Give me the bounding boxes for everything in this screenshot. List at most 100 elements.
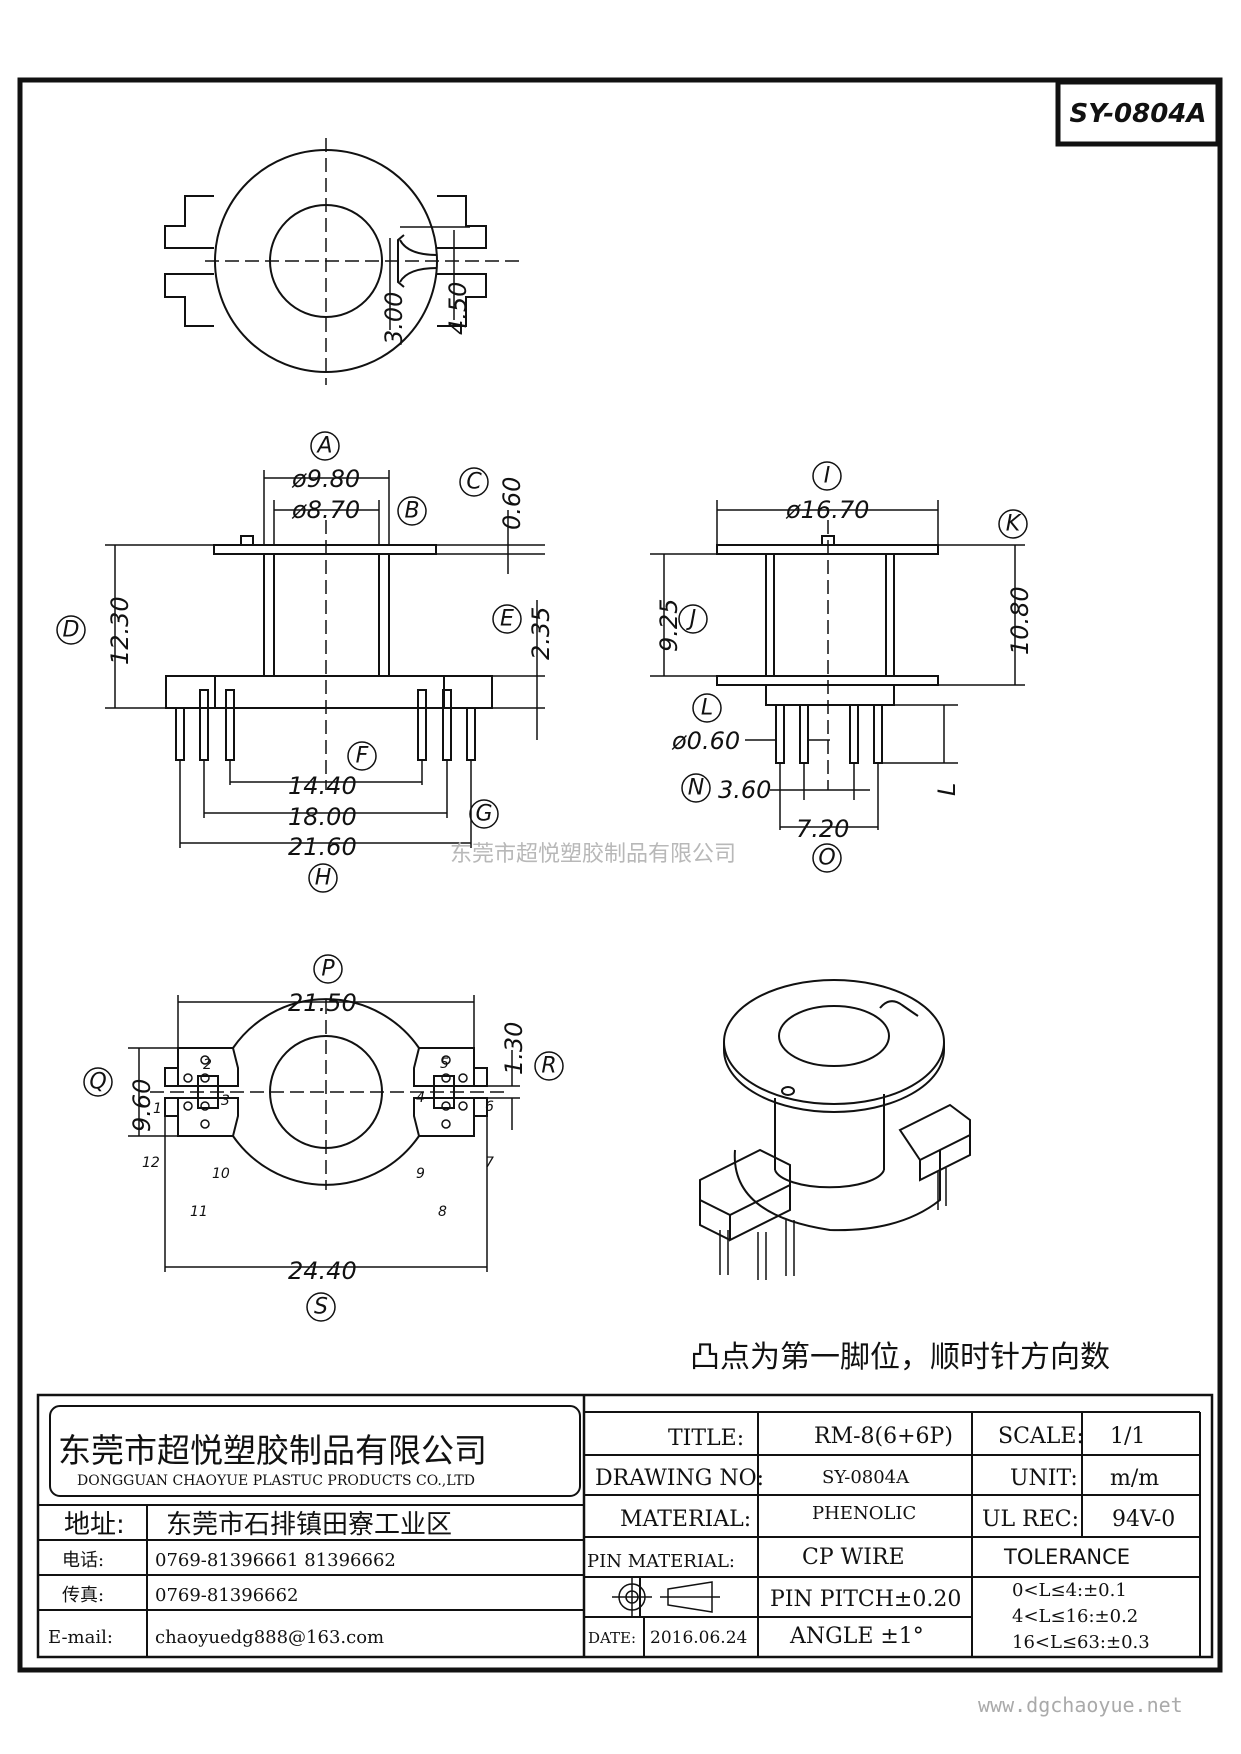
pin-number-10: 10 [212, 1166, 230, 1182]
tel: 0769-81396661 81396662 [155, 1550, 396, 1571]
dim-slot-3-00: 3.00 [380, 292, 408, 345]
iso-slot [879, 1000, 919, 1017]
tel-label: 电话: [62, 1550, 104, 1571]
pin-number-5: 5 [440, 1056, 449, 1072]
top-view-right-tab-lower [437, 273, 487, 327]
pin-number-1: 1 [153, 1101, 162, 1117]
iso-left-block [699, 1148, 791, 1217]
dim-s: 24.40 [288, 1257, 357, 1285]
scale-label: SCALE: [998, 1424, 1084, 1449]
callout-a: A [315, 434, 332, 459]
front-view-base [165, 675, 493, 709]
dim-h: 21.60 [288, 833, 357, 861]
iso-top-flange [723, 979, 945, 1105]
watermark: 东莞市超悦塑胶制品有限公司 [450, 842, 736, 867]
dim-slot-4-50: 4.50 [444, 282, 472, 335]
fax-label: 传真: [62, 1585, 104, 1606]
dim-p: 21.50 [288, 989, 357, 1017]
pin-number-6: 6 [485, 1099, 494, 1115]
pin-number-7: 7 [485, 1155, 494, 1171]
callout-r: R [541, 1054, 556, 1079]
dim-a: ø9.80 [291, 465, 360, 493]
callout-l: L [701, 696, 713, 721]
dim-i: ø16.70 [785, 496, 869, 524]
isometric-view [699, 979, 971, 1280]
unit-value: m/m [1110, 1466, 1159, 1491]
iso-bore [778, 1005, 890, 1067]
dim-k: 10.80 [1006, 586, 1034, 655]
dim-b: ø8.70 [291, 496, 360, 524]
date-label: DATE: [588, 1629, 636, 1647]
dim-f: 14.40 [288, 772, 357, 800]
front-view-pin [175, 707, 185, 761]
drawing-no-value: SY-0804A [822, 1467, 910, 1488]
part-number-box [1055, 79, 1221, 147]
side-view: ø16.70 9.25 10.80 L ø0.60 3.60 7.20 [650, 496, 1034, 843]
unit-label: UNIT: [1010, 1466, 1078, 1491]
pin-number-4: 4 [416, 1090, 425, 1106]
scale-value: 1/1 [1110, 1424, 1145, 1449]
side-view-pin [775, 704, 785, 764]
dim-o: 7.20 [796, 815, 849, 843]
material-label: MATERIAL: [620, 1507, 751, 1532]
pin-material-label: PIN MATERIAL: [587, 1551, 735, 1572]
tolerance-1: 0<L≤4:±0.1 [1012, 1580, 1127, 1601]
front-view-pin1-bump [240, 535, 254, 546]
dim-d: 12.30 [106, 596, 134, 665]
callout-k: K [1006, 512, 1022, 537]
projection-symbol [612, 1577, 720, 1617]
callout-p: P [321, 957, 335, 982]
fax: 0769-81396662 [155, 1585, 299, 1606]
top-view-right-tab-upper [437, 195, 487, 249]
address: 东莞市石排镇田寮工业区 [166, 1510, 452, 1540]
callout-f: F [356, 744, 369, 769]
dim-pin-length: L [933, 783, 961, 796]
pin-pitch: PIN PITCH±0.20 [770, 1587, 961, 1612]
pin-number-3: 3 [221, 1093, 230, 1109]
callouts [56, 431, 1028, 1322]
callout-h: H [315, 866, 332, 891]
callout-q: Q [89, 1070, 106, 1095]
dim-j: 9.25 [655, 599, 683, 652]
callout-i: I [824, 464, 831, 489]
pin-number-12: 12 [142, 1155, 160, 1171]
pin-number-8: 8 [438, 1204, 447, 1220]
callout-e: E [500, 607, 514, 632]
bottom-view-flange-arc-top [232, 998, 420, 1049]
callout-g: G [475, 802, 492, 827]
company-name-en: DONGGUAN CHAOYUE PLASTUC PRODUCTS CO.,LT… [77, 1473, 475, 1489]
callout-c: C [466, 470, 482, 495]
tolerance-2: 4<L≤16:±0.2 [1012, 1606, 1138, 1627]
website: www.dgchaoyue.net [978, 1693, 1183, 1717]
callout-d: D [63, 618, 80, 643]
pin-number-9: 9 [416, 1166, 425, 1182]
dim-n: 3.60 [718, 776, 771, 804]
callout-b: B [404, 499, 419, 524]
ul-label: UL REC: [982, 1507, 1079, 1532]
company-box [49, 1405, 581, 1497]
drawing-no-label: DRAWING NO: [595, 1466, 764, 1491]
pin-number-11: 11 [190, 1204, 208, 1220]
angle: ANGLE ±1° [789, 1624, 924, 1649]
iso-barrel [774, 1094, 885, 1170]
callout-o: O [818, 846, 835, 871]
material-value: PHENOLIC [812, 1503, 916, 1524]
iso-right-block [898, 1103, 971, 1162]
tolerance-label: TOLERANCE [1003, 1545, 1130, 1569]
ul-value: 94V-0 [1112, 1507, 1175, 1532]
title-block [36, 1393, 1214, 1659]
outer-frame [17, 77, 1223, 1673]
dim-g: 18.00 [288, 803, 357, 831]
dim-q: 9.60 [128, 1079, 156, 1132]
front-view-top-flange [213, 544, 437, 555]
dim-e: 2.35 [527, 607, 555, 660]
title-label: TITLE: [668, 1426, 744, 1451]
top-view-left-tab-upper [164, 195, 214, 249]
pin-number-2: 2 [203, 1057, 212, 1073]
callout-j: J [686, 607, 697, 632]
pin-note: 凸点为第一脚位，顺时针方向数 [690, 1340, 1110, 1375]
dim-l: ø0.60 [671, 727, 740, 755]
email-label: E-mail: [48, 1627, 113, 1648]
front-view: ø9.80 ø8.70 12.30 0.60 2.35 14.40 18.00 … [105, 465, 555, 861]
